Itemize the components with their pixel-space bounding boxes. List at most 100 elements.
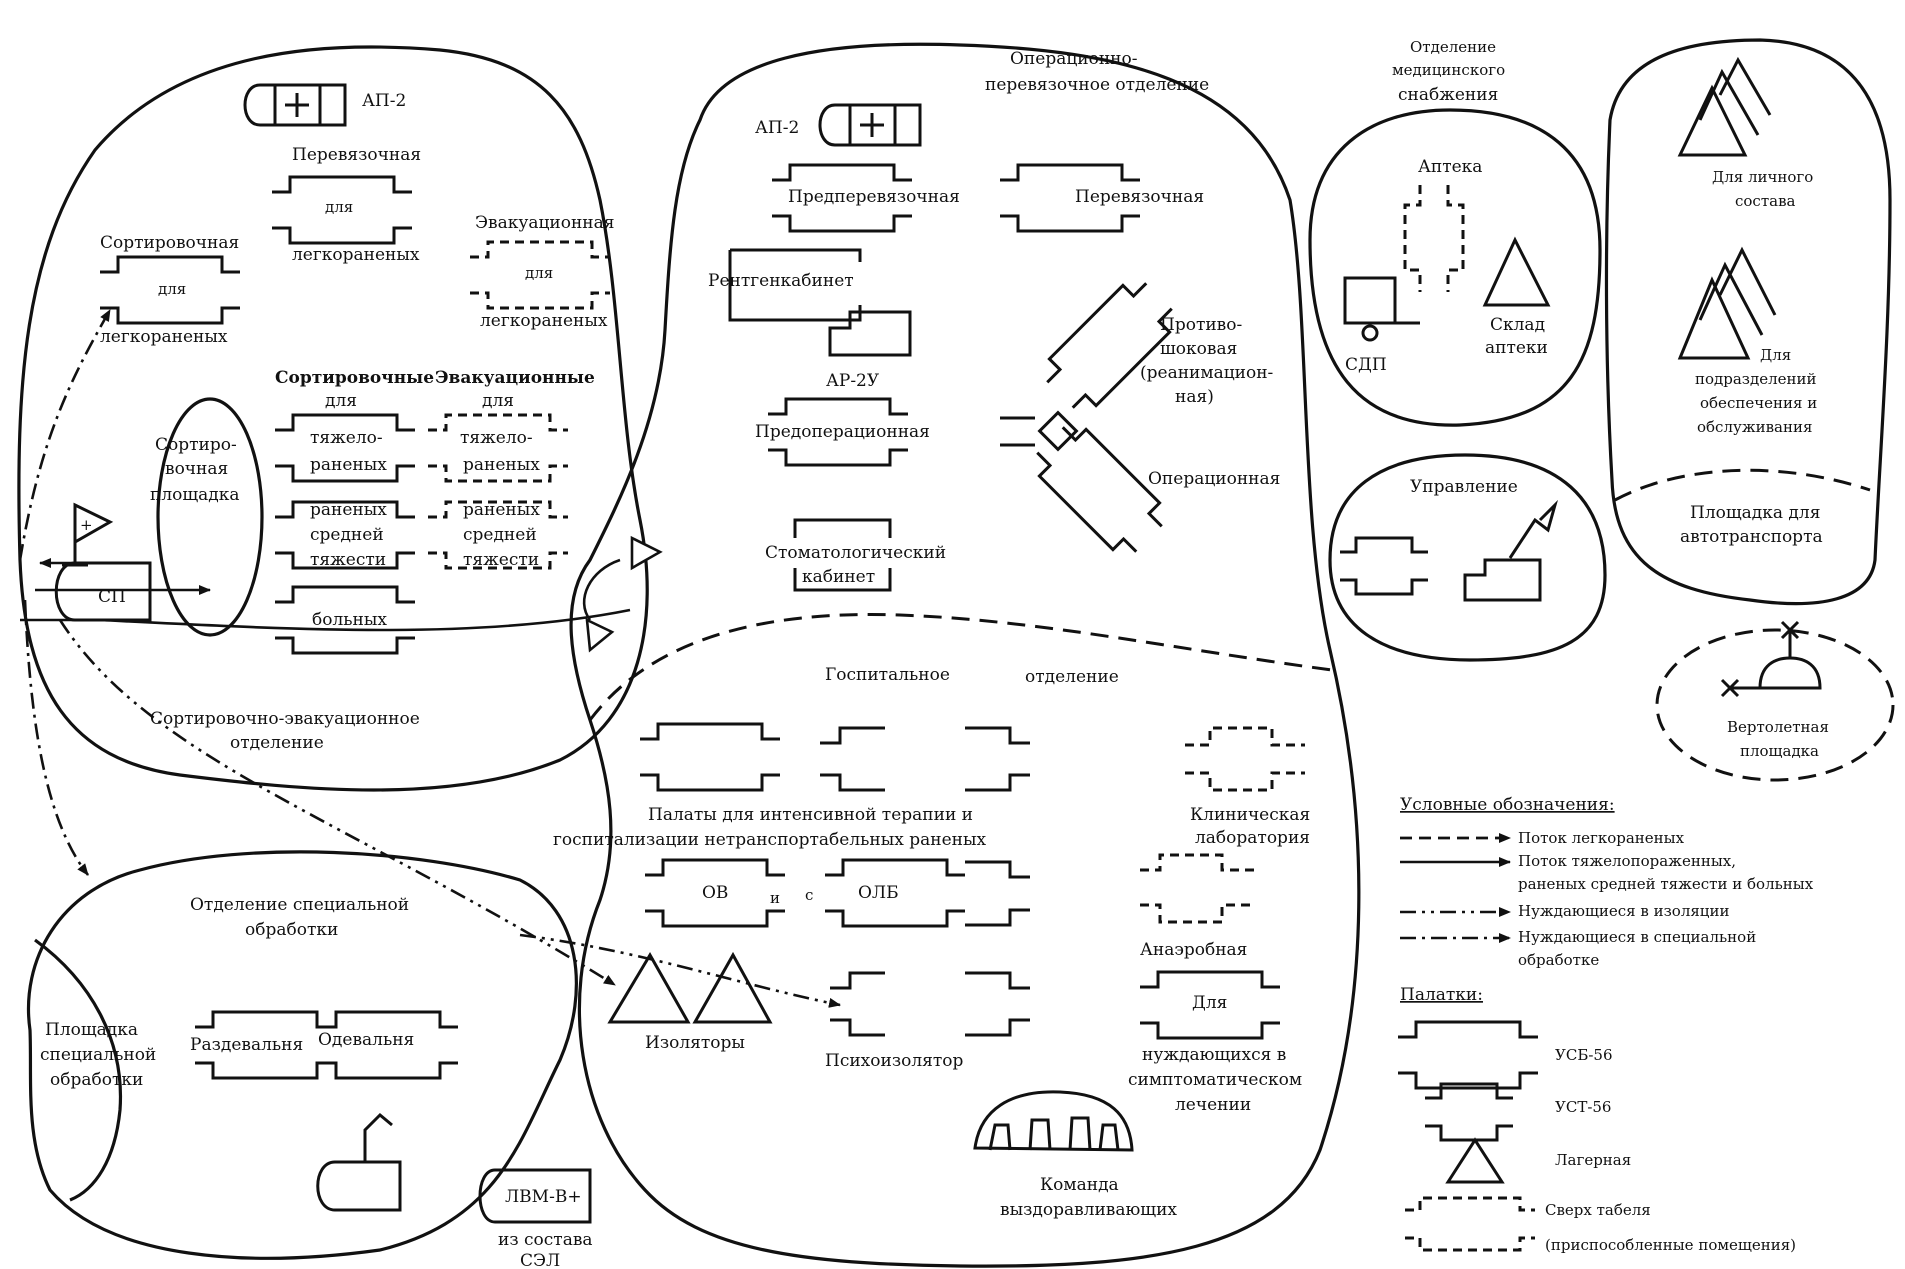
tent-gosp-8 bbox=[965, 971, 1030, 1037]
label-ap2-left: АП-2 bbox=[362, 91, 406, 111]
label-izolyatory: Изоляторы bbox=[645, 1033, 745, 1053]
flow-special bbox=[23, 599, 90, 876]
zone-management bbox=[1328, 453, 1607, 662]
tent-apteka bbox=[1403, 185, 1465, 292]
connector-box bbox=[1037, 410, 1079, 452]
ap2-right-vehicle bbox=[818, 103, 922, 147]
label-pl-spec-3: обработки bbox=[50, 1070, 143, 1090]
label-bolnyh: больных bbox=[312, 610, 387, 630]
label-otd-med-3: снабжения bbox=[1398, 85, 1498, 105]
personnel-tents-1 bbox=[1677, 56, 1772, 157]
label-sort-pl-2: вочная bbox=[165, 459, 228, 479]
label-vert-2: площадка bbox=[1740, 742, 1819, 760]
hollow-arrow-top bbox=[630, 535, 663, 571]
label-evakuacionnye: Эвакуационные bbox=[435, 368, 595, 388]
label-palaty-2: госпитализации нетранспортабельных ранен… bbox=[553, 830, 987, 850]
label-evak-leg-1: Эвакуационная bbox=[475, 213, 615, 233]
personnel-tents-2 bbox=[1677, 246, 1777, 360]
label-protivo-1: Противо- bbox=[1160, 315, 1242, 335]
label-predoper: Предоперационная bbox=[755, 422, 930, 442]
label-rentgen: Рентгенкабинет bbox=[708, 271, 854, 291]
legend-tents-title: Палатки: bbox=[1400, 985, 1483, 1005]
zone-operating-hospital bbox=[569, 42, 1361, 1268]
zone-special-pad-divider bbox=[34, 938, 123, 1202]
label-vert-1: Вертолетная bbox=[1727, 718, 1829, 736]
label-sort-leg-3: легкораненых bbox=[100, 327, 228, 347]
label-avto-1: Площадка для bbox=[1690, 503, 1820, 523]
ar2u-vehicle bbox=[828, 310, 912, 357]
label-pl-spec-1: Площадка bbox=[45, 1020, 138, 1040]
legend-title: Условные обозначения: bbox=[1400, 795, 1615, 815]
tent-klin bbox=[1185, 726, 1305, 792]
label-ar2u: АР-2У bbox=[826, 371, 880, 391]
label-olb: ОЛБ bbox=[858, 883, 899, 903]
sdp-vehicle bbox=[1343, 276, 1420, 342]
legend-item-4: Нуждающиеся в специальной bbox=[1518, 928, 1756, 946]
label-psiho: Психоизолятор bbox=[825, 1051, 964, 1071]
label-stomat-2: кабинет bbox=[802, 567, 875, 587]
label-podr-2: подразделений bbox=[1695, 370, 1817, 388]
label-pl-spec-2: специальной bbox=[40, 1045, 156, 1065]
label-tyazhesti-d: тяжести bbox=[463, 550, 539, 570]
zone-personnel bbox=[1604, 38, 1892, 606]
legend: Условные обозначения: Поток легкораненых… bbox=[1396, 795, 1814, 1254]
flag-icon bbox=[62, 502, 114, 567]
special-vehicle bbox=[316, 1112, 402, 1212]
label-apteka: Аптека bbox=[1418, 157, 1482, 177]
label-sort-pl-3: площадка bbox=[150, 485, 240, 505]
legend-tent-3: Сверх табеля bbox=[1545, 1201, 1651, 1219]
sp-vehicle bbox=[54, 561, 152, 622]
label-anaer: Анаэробная bbox=[1140, 940, 1247, 960]
legend-item-5: обработке bbox=[1518, 951, 1599, 969]
command-vehicle bbox=[1463, 499, 1558, 602]
label-razdev: Раздевальня bbox=[190, 1035, 303, 1055]
label-sortirovochnye: Сортировочные bbox=[275, 368, 434, 388]
label-perevyaz-right: Перевязочная bbox=[1075, 187, 1204, 207]
label-avto-2: автотранспорта bbox=[1680, 527, 1823, 547]
flow-isolation bbox=[58, 619, 616, 987]
label-operac: Операционная bbox=[1148, 469, 1280, 489]
label-protivo-3: (реанимацион- bbox=[1140, 363, 1273, 383]
label-perevyaz-leg-3: легкораненых bbox=[292, 245, 420, 265]
tent-upravlenie bbox=[1338, 536, 1430, 596]
label-i: и bbox=[770, 889, 780, 907]
flow-severe-hospital bbox=[20, 608, 631, 632]
label-dlya-a: для bbox=[325, 391, 357, 411]
label-protivo-4: ная) bbox=[1175, 387, 1214, 407]
flow-light-wounded bbox=[18, 309, 112, 561]
flow-psych bbox=[519, 933, 841, 1008]
connector-lines bbox=[1000, 416, 1035, 447]
legend-item-1: Поток тяжелопораженных, bbox=[1518, 852, 1736, 870]
label-sort-leg-2: для bbox=[158, 280, 186, 298]
label-sdp: СДП bbox=[1345, 355, 1387, 375]
tent-stomat bbox=[793, 518, 892, 592]
label-tyazhelo-b: тяжело- bbox=[460, 428, 533, 448]
isolator-tent-2 bbox=[692, 951, 773, 1024]
label-palaty-1: Палаты для интенсивной терапии и bbox=[648, 805, 973, 825]
label-ranenyh-c: раненых bbox=[310, 500, 387, 520]
label-iz-sostava-2: СЭЛ bbox=[520, 1251, 560, 1269]
label-komanda-1: Команда bbox=[1040, 1175, 1119, 1195]
label-iz-sostava-1: из состава bbox=[498, 1230, 593, 1250]
label-ranenyh-a: раненых bbox=[310, 455, 387, 475]
label-evak-leg-2: для bbox=[525, 264, 553, 282]
label-tyazhesti-c: тяжести bbox=[310, 550, 386, 570]
legend-camp-symbol bbox=[1445, 1137, 1505, 1184]
label-podr-4: обслуживания bbox=[1697, 418, 1812, 436]
legend-usb-symbol bbox=[1396, 1020, 1540, 1090]
zone-special-treatment bbox=[26, 850, 578, 1260]
label-podr-3: обеспечения и bbox=[1700, 394, 1817, 412]
tent-anaer bbox=[1140, 853, 1255, 924]
label-sort-evak-1: Сортировочно-эвакуационное bbox=[150, 709, 420, 729]
label-ranenyh-d: раненых bbox=[463, 500, 540, 520]
legend-extra-symbol bbox=[1405, 1196, 1535, 1252]
label-lvm: ЛВМ-В+ bbox=[505, 1187, 582, 1207]
isolator-tent-1 bbox=[607, 952, 691, 1024]
tent-palata-2 bbox=[820, 726, 885, 792]
ap2-left-vehicle bbox=[243, 83, 347, 127]
tent-gosp-6 bbox=[965, 860, 1030, 927]
zone-medical-supply bbox=[1308, 108, 1602, 427]
label-otd-med-2: медицинского bbox=[1392, 61, 1505, 79]
label-stomat-1: Стоматологический bbox=[765, 543, 946, 563]
